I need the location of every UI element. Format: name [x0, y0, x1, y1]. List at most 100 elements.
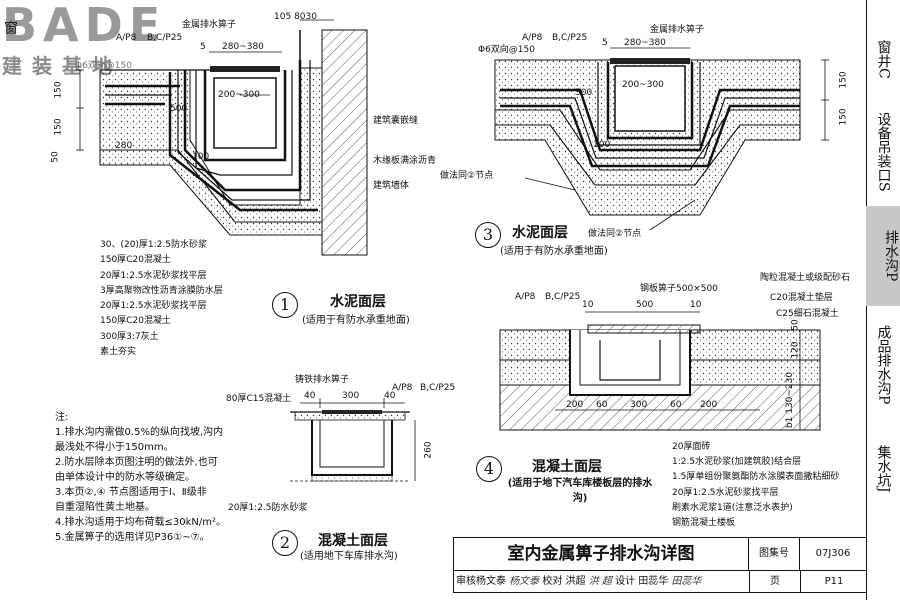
- d3-note-left: 做法同②节点: [440, 171, 494, 181]
- atlas-number: 07J306: [800, 538, 866, 571]
- notes-heading: 注:: [55, 412, 69, 423]
- section-3-subtitle: (适用于有防水承重地面): [500, 246, 608, 257]
- d1-dim-h150b: 150: [53, 118, 64, 136]
- d2-dim-w1: 40: [304, 391, 316, 401]
- sidebar-item-2[interactable]: 排水沟P: [866, 206, 900, 306]
- d1-layer-3: 3厚高聚物改性沥青涂膜防水层: [100, 285, 223, 296]
- d1-ref-b: B,C/P25: [147, 33, 183, 43]
- page-label: 页: [749, 571, 800, 592]
- section-4-subtitle: (适用于地下汽车库楼板层的排水沟): [507, 478, 653, 504]
- d3-ref-a: A/P8: [522, 33, 543, 43]
- check: 校对 洪超: [542, 576, 586, 587]
- d1-right-label-0: 建筑囊嵌缝: [373, 116, 419, 126]
- d2-dim-h: 260: [423, 441, 434, 459]
- d4-ref-a: A/P8: [515, 292, 536, 302]
- d4-dim-hb: b1 130~230: [785, 371, 796, 429]
- d4-dim-300: 300: [630, 400, 648, 410]
- d3-dim-s5: 5: [602, 38, 608, 48]
- section-4-number: 4: [476, 456, 502, 482]
- d1-layer-5: 150厚C20混凝土: [100, 316, 171, 327]
- d1-layer-2: 20厚1:2.5水泥砂浆找平层: [100, 270, 207, 281]
- d4-layer-5: 钢筋混凝土楼板: [672, 518, 736, 529]
- d3-dim-w: 280~380: [624, 38, 666, 48]
- d4-ref-b: B,C/P25: [545, 292, 581, 302]
- logo: BADE 建装基地: [2, 2, 167, 82]
- note-line-4: 3.本页②,④ 节点图适用于Ⅰ、Ⅱ级非: [55, 487, 207, 498]
- d1-layer-6: 300厚3:7灰土: [100, 331, 159, 342]
- section-1-title: 水泥面层: [330, 294, 386, 310]
- logo-subtitle: 建装基地: [2, 54, 122, 78]
- d3-dim-inner: 200~300: [622, 80, 664, 90]
- d4-right-label-0: 陶粒混凝土或级配砂石: [760, 273, 851, 283]
- note-line-6: 4.排水沟适用于均布荷载≤30kN/m²。: [55, 517, 227, 528]
- d2-ref-a: A/P8: [392, 383, 413, 393]
- section-3-number: 3: [475, 222, 501, 248]
- d1-right-label-2: 建筑墙体: [373, 181, 410, 191]
- detail-2-dims: [300, 398, 416, 481]
- sidebar-item-4[interactable]: 集水坑J: [875, 445, 892, 493]
- d3-rebar: Φ6双向@150: [478, 45, 535, 55]
- d4-grate: 钢板箅子500×500: [640, 284, 718, 294]
- d3-dim-h150: 150: [838, 71, 849, 89]
- atlas-label: 图集号: [749, 538, 800, 571]
- detail-3: [494, 58, 801, 216]
- d4-right-label-1: C20混凝土垫层: [770, 293, 833, 303]
- d4-layers: 20厚面砖 1:2.5水泥砂浆(加建筑胶)结合层 1.5厚单组份聚氨酯防水涂膜表…: [672, 440, 839, 531]
- design: 设计 田蕊华: [615, 576, 669, 587]
- d1-grate: 金属排水箅子: [182, 20, 237, 30]
- d1-dim-100: 100: [192, 152, 210, 162]
- d3-dim-h150b: 150: [838, 108, 849, 126]
- d3-ref-b: B,C/P25: [552, 33, 588, 43]
- signatures: 审核杨文泰 杨文泰 校对 洪超 洪 超 设计 田蕊华 田蕊华: [454, 571, 751, 592]
- d3-dim-100: 100: [593, 140, 611, 150]
- d1-dim-500: 500: [170, 104, 188, 114]
- d4-dim-10b: 10: [690, 300, 702, 310]
- d1-dim-inner: 200~300: [218, 90, 260, 100]
- notes: 注: 1.排水沟内需做0.5%的纵向找坡,沟内 最浅处不得小于150mm。 2.…: [55, 410, 275, 545]
- title-block: 室内金属箅子排水沟详图 图集号 07J306 审核杨文泰 杨文泰 校对 洪超 洪…: [453, 537, 867, 593]
- d1-right-label-1: 木缘板满涂沥青: [373, 156, 437, 166]
- section-1-number: 1: [272, 292, 298, 318]
- d1-layer-4: 20厚1:2.5水泥砂浆找平层: [100, 301, 207, 312]
- d2-grate: 铸铁排水箅子: [295, 375, 350, 385]
- left-sidebar: 窗: [0, 20, 22, 39]
- d4-layer-2: 1.5厚单组份聚氨酯防水涂膜表面撒粘细砂: [672, 472, 840, 483]
- d4-dim-h120: 120: [790, 341, 801, 359]
- page-number: P11: [800, 571, 867, 592]
- d3-dim-500: 500: [575, 88, 593, 98]
- detail-1-dims: [76, 19, 334, 151]
- section-2-number: 2: [272, 530, 298, 556]
- design-sign: 田蕊华: [671, 576, 702, 587]
- section-2-title: 混凝土面层: [318, 533, 388, 549]
- section-4-title: 混凝土面层: [532, 459, 602, 475]
- d1-dim-h150: 150: [53, 81, 64, 99]
- left-sidebar-label: 窗: [4, 21, 18, 37]
- d4-layer-3: 20厚1:2.5水泥砂浆找平层: [672, 487, 779, 498]
- review-sign: 杨文泰: [509, 576, 540, 587]
- note-line-2: 2.防水层除本页图注明的做法外,也可: [55, 457, 218, 468]
- d4-layer-0: 20厚面砖: [672, 442, 711, 452]
- d4-layer-1: 1:2.5水泥砂浆(加建筑胶)结合层: [672, 457, 802, 468]
- review: 审核杨文泰: [456, 576, 506, 587]
- d1-dim-s5: 5: [200, 42, 206, 52]
- d2-mortar: 20厚1:2.5防水砂浆: [228, 503, 308, 513]
- logo-brand: BADE: [2, 0, 167, 52]
- detail-3-dims: [524, 47, 829, 231]
- d1-layer-7: 素土夯实: [100, 347, 137, 358]
- section-2-subtitle: (适用地下车库排水沟): [300, 551, 398, 562]
- note-line-0: 1.排水沟内需做0.5%的纵向找坡,沟内: [55, 427, 224, 438]
- section-1-subtitle: (适用于有防水承重地面): [302, 315, 410, 326]
- sidebar-item-0[interactable]: 窗井C: [875, 39, 892, 79]
- sidebar-item-1[interactable]: 设备吊装口S: [875, 112, 892, 192]
- section-3-title: 水泥面层: [512, 225, 568, 241]
- d4-dim-200b: 200: [700, 400, 718, 410]
- d1-layer-1: 150厚C20混凝土: [100, 255, 171, 266]
- note-line-7: 5.金属箅子的选用详见P36①~⑦。: [55, 532, 210, 543]
- d1-dim-w: 280~380: [222, 42, 264, 52]
- detail-1: [99, 29, 368, 256]
- d2-concrete: 80厚C15混凝土: [226, 394, 292, 404]
- note-line-3: 由单体设计中的防水等级确定。: [55, 472, 195, 483]
- note-line-1: 最浅处不得小于150mm。: [55, 442, 174, 453]
- sidebar-item-3[interactable]: 成品排水沟P: [875, 325, 892, 405]
- d4-dim-60b: 60: [670, 400, 682, 410]
